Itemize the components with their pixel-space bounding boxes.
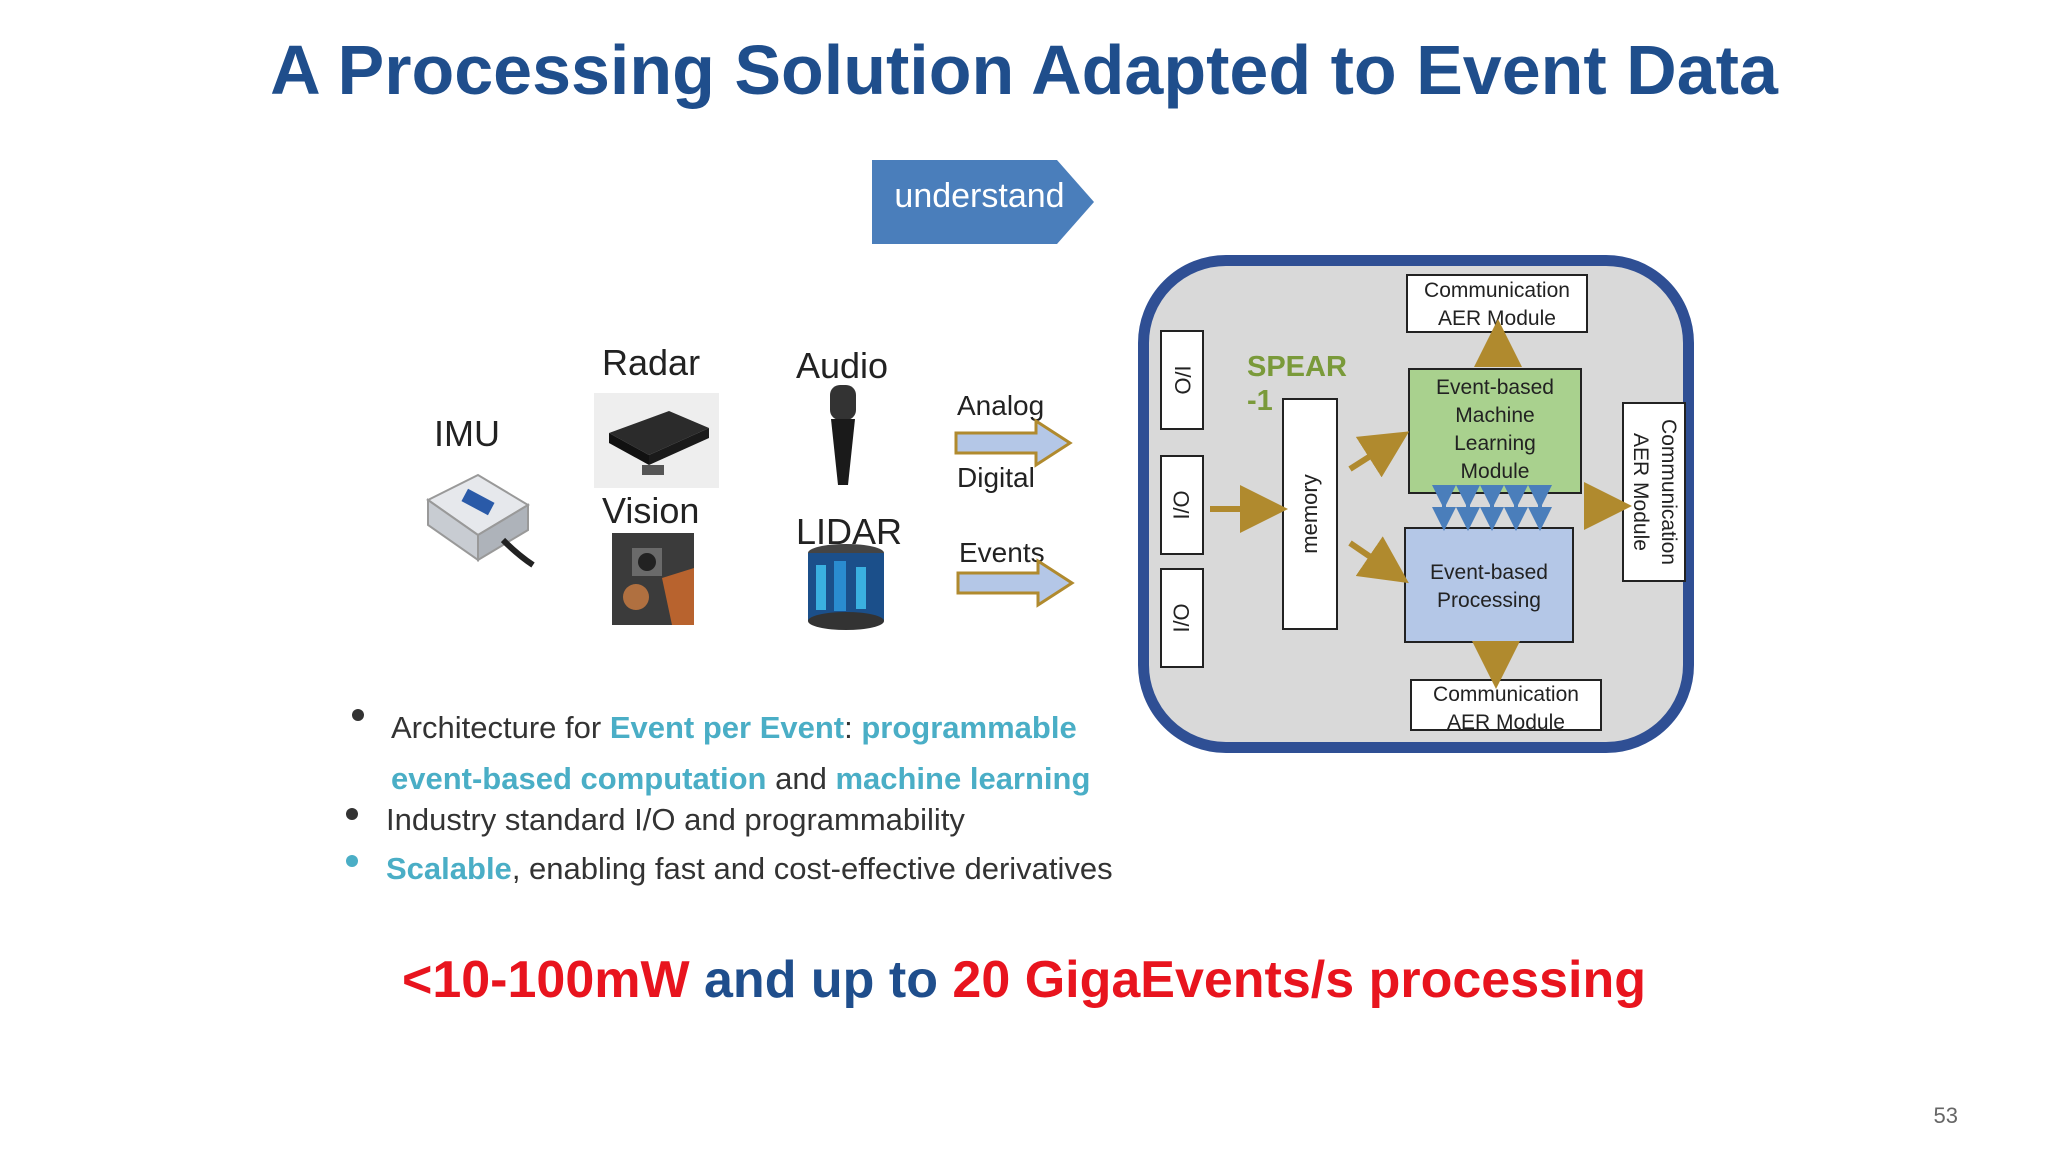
footer-statement: <10-100mW and up to 20 GigaEvents/s proc…	[0, 950, 2048, 1010]
events-arrow	[956, 558, 1075, 608]
microphone-image	[830, 385, 856, 485]
digital-label: Digital	[957, 462, 1035, 493]
slide-title: A Processing Solution Adapted to Event D…	[270, 31, 1778, 109]
io-box-bottom: I/O	[1160, 568, 1204, 668]
events-label: Events	[959, 537, 1045, 568]
bullet-1-programmable: programmable	[861, 710, 1077, 745]
imu-image	[426, 473, 535, 568]
bullet-2: Industry standard I/O and programmabilit…	[386, 802, 965, 837]
comm-bottom-line2: AER Module	[1447, 711, 1565, 731]
bullet-3-rest: , enabling fast and cost-effective deriv…	[511, 851, 1113, 886]
vision-label: Vision	[602, 490, 700, 531]
audio-label: Audio	[796, 345, 889, 386]
processing-module: Event-based Processing	[1404, 527, 1574, 643]
understand-arrow	[872, 160, 1094, 244]
footer-mid: and up to	[689, 951, 953, 1009]
bullet-3-scalable: Scalable	[386, 851, 512, 886]
bullet-dot-2	[346, 808, 358, 820]
analog-digital-arrow	[954, 418, 1073, 468]
page-number: 53	[1933, 1103, 1958, 1128]
comm-module-top: Communication AER Module	[1406, 274, 1588, 333]
proc-line2: Processing	[1437, 589, 1541, 612]
comm-bottom-line1: Communication	[1433, 683, 1579, 706]
footer-power: <10-100mW	[401, 951, 690, 1009]
bullet-3: Scalable, enabling fast and cost-effecti…	[386, 851, 1113, 887]
ml-line3: Learning	[1454, 432, 1536, 455]
radar-image	[594, 393, 719, 488]
bullet-1-ml: machine learning	[835, 761, 1091, 796]
understand-label: understand	[894, 177, 1065, 215]
bullet-1-prefix: Architecture for	[391, 710, 610, 745]
io-box-top: I/O	[1160, 330, 1204, 430]
io-box-middle: I/O	[1160, 455, 1204, 555]
bullet-dot-1	[352, 709, 364, 721]
bullet-1-mid: and	[766, 761, 836, 796]
radar-label: Radar	[602, 342, 701, 383]
analog-label: Analog	[957, 390, 1045, 421]
ml-line1: Event-based	[1436, 376, 1554, 399]
bullet-1: Architecture for Event per Event: progra…	[391, 702, 1131, 804]
bullet-1-computation: event-based computation	[391, 761, 767, 796]
bullet-dot-3	[346, 855, 358, 867]
chip-arrows	[1210, 319, 1632, 689]
vision-image	[612, 533, 694, 625]
bullet-1-event-per-event: Event per Event	[609, 710, 845, 745]
bullet-1-sep: :	[844, 710, 862, 745]
ml-line2: Machine	[1455, 404, 1535, 427]
comm-top-line1: Communication	[1424, 279, 1570, 302]
proc-line1: Event-based	[1430, 561, 1548, 584]
footer-throughput: 20 GigaEvents/s processing	[952, 951, 1647, 1009]
ml-line4: Module	[1460, 460, 1530, 483]
imu-label: IMU	[434, 413, 500, 454]
comm-top-line2: AER Module	[1438, 307, 1556, 330]
ml-module: Event-based Machine Learning Module	[1408, 368, 1582, 494]
lidar-image	[808, 544, 884, 630]
spear1-label: SPEAR-1	[1247, 351, 1347, 417]
